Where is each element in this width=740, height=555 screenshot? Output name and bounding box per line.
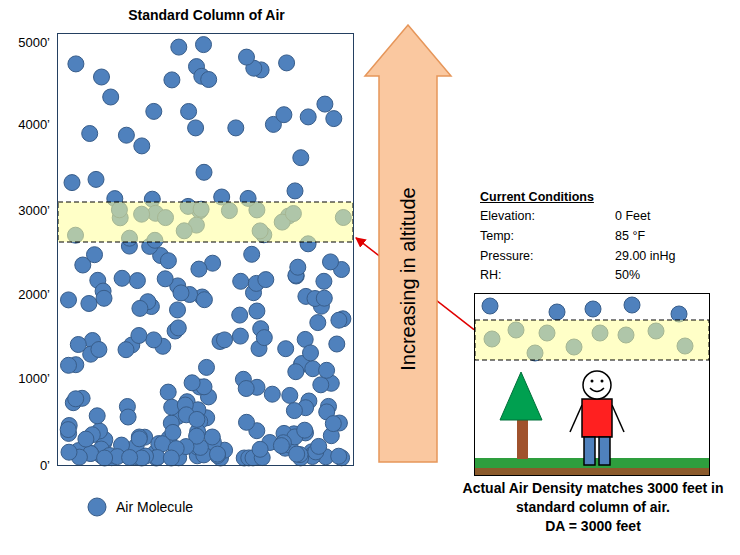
axis-label: 4000’ xyxy=(18,117,50,132)
conditions-box: Actual Air Density matches 3000 feet in … xyxy=(474,293,710,476)
axis-label: 3000’ xyxy=(18,203,50,218)
table-cell: 85 °F xyxy=(615,229,645,243)
table-cell: Elevation: xyxy=(480,209,535,223)
column-box: Standard Column of Air xyxy=(57,33,354,466)
air-molecules xyxy=(60,37,351,466)
altitude-arrow: Increasing in altitude xyxy=(363,24,453,464)
table-cell: 0 Feet xyxy=(615,209,650,223)
box-caption: Actual Air Density matches 3000 feet in … xyxy=(443,479,740,536)
axis-label: 0’ xyxy=(40,458,50,473)
caption-text: Actual Air Density matches 3000 feet in … xyxy=(443,479,740,517)
legend-swatch xyxy=(88,498,106,516)
density-band xyxy=(58,202,353,242)
table-cell: RH: xyxy=(480,268,502,282)
table-cell: Pressure: xyxy=(480,249,534,263)
axis-label: 2000’ xyxy=(18,287,50,302)
table-heading: Current Conditions xyxy=(480,190,594,204)
table-cell: 50% xyxy=(615,268,640,282)
axis-label: 5000’ xyxy=(18,35,50,50)
axis-label: 1000’ xyxy=(18,371,50,386)
table-cell: 29.00 inHg xyxy=(615,249,675,263)
table-cell: Temp: xyxy=(480,229,514,243)
density-band xyxy=(475,320,709,360)
person xyxy=(570,371,624,465)
tree xyxy=(500,372,542,459)
column-title: Standard Column of Air xyxy=(38,7,375,23)
caption-text: DA = 3000 feet xyxy=(443,517,740,536)
arrow-label: Increasing in altitude xyxy=(397,187,420,370)
legend-text: Air Molecule xyxy=(116,499,193,515)
soil xyxy=(475,468,709,475)
